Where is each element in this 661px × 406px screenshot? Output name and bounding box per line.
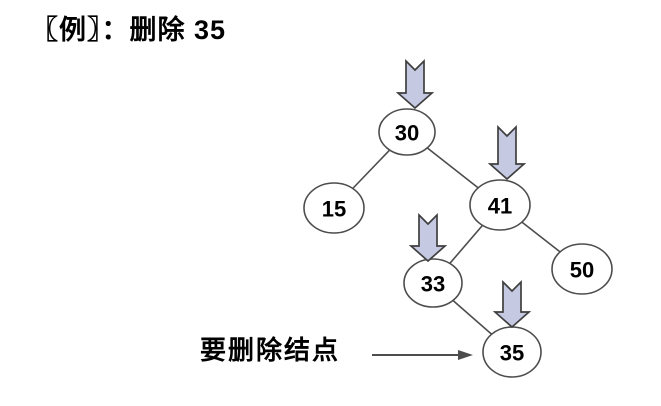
tree-node-50: 50 — [551, 243, 613, 295]
search-path-arrow-33 — [408, 212, 448, 263]
tree-node-30: 30 — [378, 108, 436, 156]
page-title: 〖例〗：删除 35 — [31, 15, 227, 45]
node-value: 15 — [322, 197, 346, 222]
node-value: 35 — [500, 341, 524, 366]
search-path-arrow-30 — [395, 58, 435, 110]
node-value: 41 — [488, 194, 512, 219]
tree-node-35: 35 — [482, 326, 542, 378]
node-value: 50 — [570, 258, 594, 283]
delete-node-label: 要删除结点 — [200, 335, 341, 365]
tree-node-15: 15 — [303, 182, 365, 234]
node-circle — [378, 108, 436, 156]
node-circle — [551, 243, 613, 295]
tree-node-41: 41 — [469, 179, 531, 231]
node-value: 33 — [421, 272, 445, 297]
node-circle — [403, 258, 463, 308]
node-value: 30 — [395, 121, 419, 146]
search-path-arrow-41 — [487, 124, 527, 181]
tree-node-33: 33 — [403, 258, 463, 308]
node-circle — [469, 179, 531, 231]
node-circle — [303, 182, 365, 234]
delete-pointer-arrowhead-icon — [458, 350, 473, 360]
search-path-arrow-35 — [492, 279, 532, 329]
